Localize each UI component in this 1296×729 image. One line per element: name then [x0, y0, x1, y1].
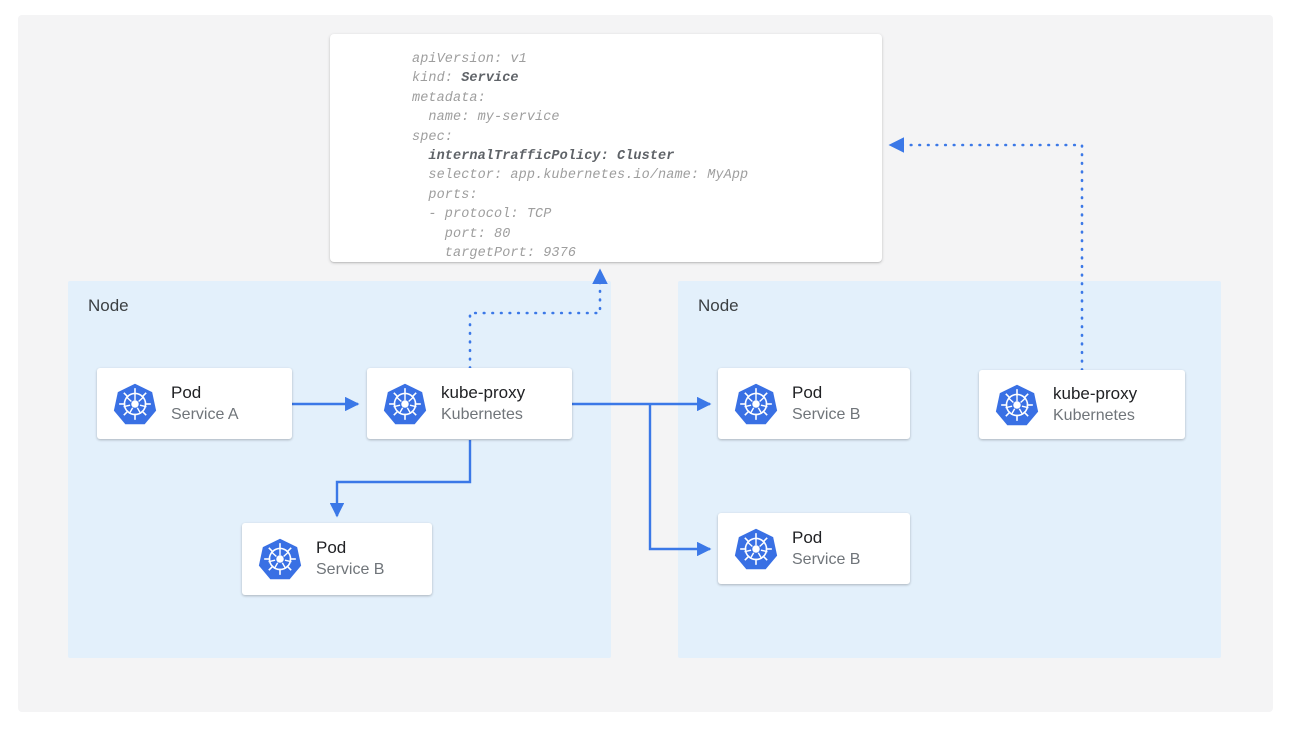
manifest-line: ports: [412, 187, 478, 203]
card-subtitle: Service B [792, 405, 861, 423]
card-text: Pod Service A [171, 382, 239, 426]
card-pod-b-right-top[interactable]: Pod Service B [718, 368, 910, 439]
card-pod-service-a[interactable]: Pod Service A [97, 368, 292, 439]
card-title: Pod [792, 527, 823, 547]
manifest-line: internalTrafficPolicy: Cluster [412, 149, 675, 165]
card-text: Pod Service B [792, 382, 860, 426]
service-manifest-code: apiVersion: v1 kind: Service metadata: nam… [412, 50, 748, 262]
card-subtitle: Service A [171, 405, 239, 423]
service-manifest-card: apiVersion: v1 kind: Service metadata: nam… [330, 34, 882, 262]
manifest-line: metadata: [412, 90, 486, 106]
kubernetes-icon [734, 528, 778, 569]
card-subtitle: Kubernetes [1053, 406, 1135, 424]
kubernetes-icon [734, 383, 778, 424]
card-title: Pod [171, 382, 202, 402]
card-subtitle: Kubernetes [441, 405, 523, 423]
manifest-line: name: my-service [412, 110, 560, 126]
manifest-line: kind: Service [412, 71, 519, 87]
node-label-right: Node [698, 296, 739, 315]
card-text: Pod Service B [792, 527, 860, 571]
kubernetes-icon [258, 538, 302, 580]
kubernetes-icon [995, 384, 1039, 425]
card-kube-proxy-left[interactable]: kube-proxy Kubernetes [367, 368, 572, 439]
card-pod-b-right-bottom[interactable]: Pod Service B [718, 513, 910, 584]
node-container-right: Node [678, 281, 1221, 658]
card-subtitle: Service B [316, 561, 385, 578]
node-container-left: Node [68, 281, 611, 658]
card-title: kube-proxy [441, 382, 526, 402]
manifest-line: port: 80 [412, 226, 511, 242]
kubernetes-icon [113, 383, 157, 424]
card-title: Pod [316, 538, 347, 557]
manifest-line: targetPort: 9376 [412, 246, 577, 262]
card-title: Pod [792, 382, 823, 402]
manifest-line: apiVersion: v1 [412, 52, 527, 67]
card-title: kube-proxy [1053, 383, 1138, 403]
manifest-line: selector: app.kubernetes.io/name: MyApp [412, 168, 749, 184]
card-text: kube-proxy Kubernetes [1053, 383, 1137, 427]
card-text: Pod Service B [316, 537, 384, 581]
node-label-left: Node [88, 296, 129, 315]
card-kube-proxy-right[interactable]: kube-proxy Kubernetes [979, 370, 1185, 439]
card-subtitle: Service B [792, 550, 861, 568]
kubernetes-icon [383, 383, 427, 424]
manifest-line: - protocol: TCP [412, 207, 552, 223]
manifest-line: spec: [412, 129, 454, 145]
card-text: kube-proxy Kubernetes [441, 382, 525, 426]
card-pod-b-left[interactable]: Pod Service B [242, 523, 432, 595]
